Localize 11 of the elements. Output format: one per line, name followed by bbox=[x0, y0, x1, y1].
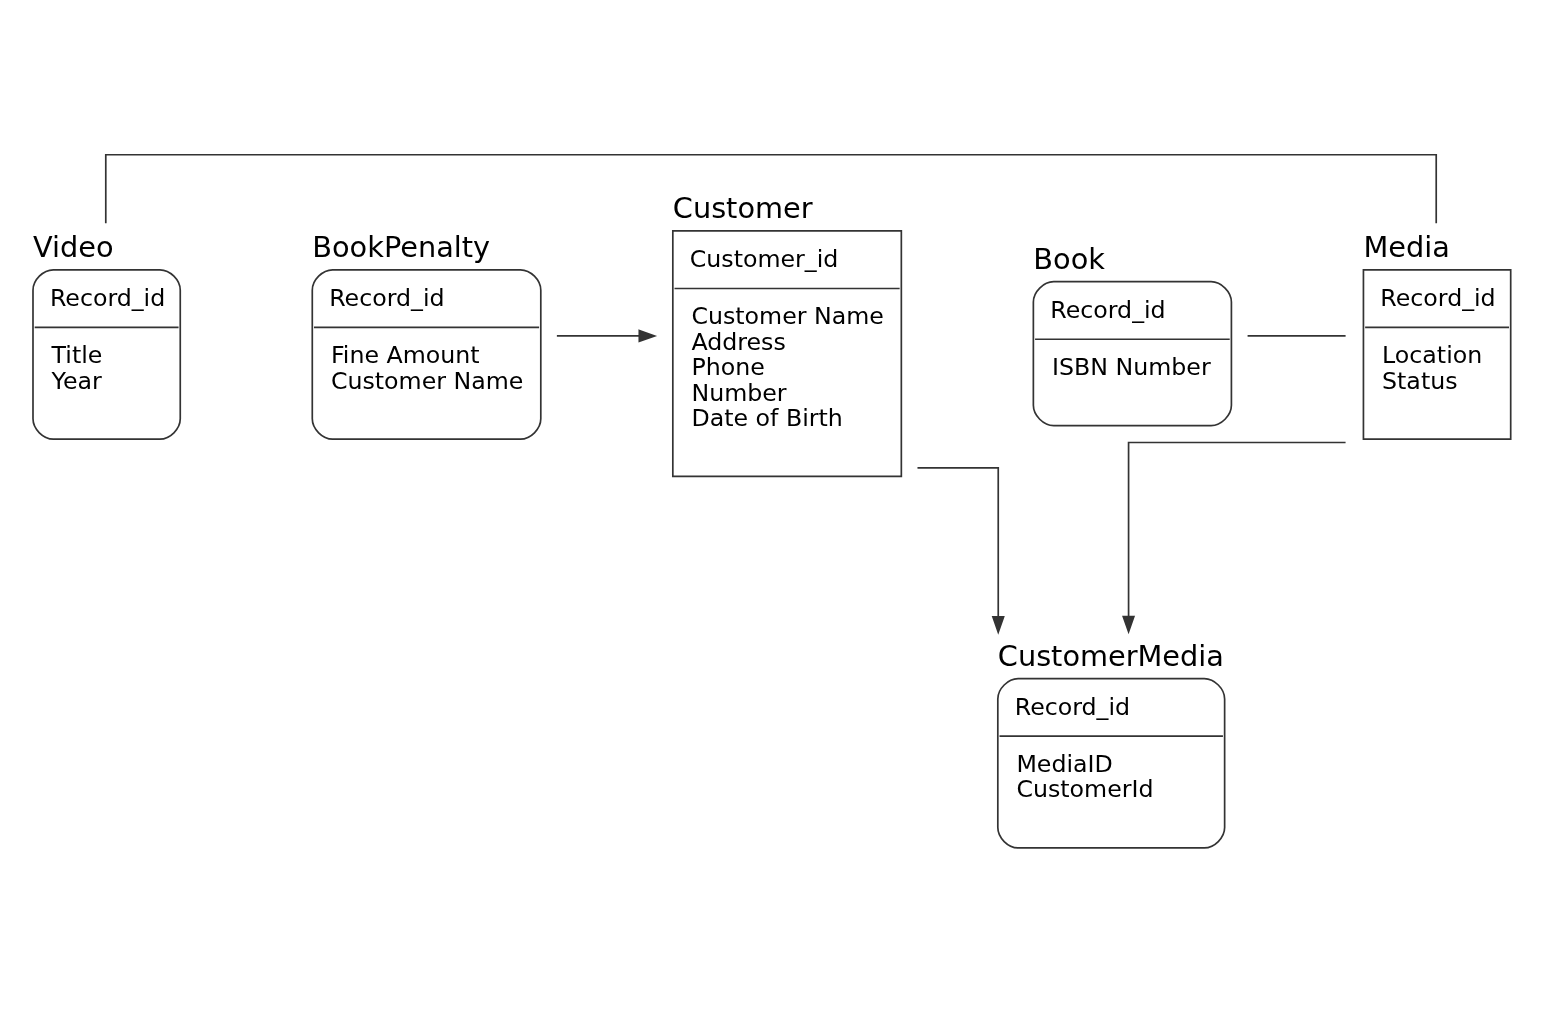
node-label: CustomerMedia bbox=[997, 638, 1224, 673]
node-label: Media bbox=[1363, 229, 1450, 264]
node-label: BookPenalty bbox=[312, 229, 491, 264]
node-label: Customer bbox=[672, 190, 813, 225]
node-label: Book bbox=[1033, 241, 1105, 276]
arrow bbox=[1122, 441, 1347, 634]
node-label: Video bbox=[33, 229, 114, 264]
connector bbox=[1246, 334, 1347, 337]
arrow bbox=[916, 466, 1005, 635]
arrow bbox=[556, 328, 658, 342]
connector bbox=[104, 153, 1438, 224]
